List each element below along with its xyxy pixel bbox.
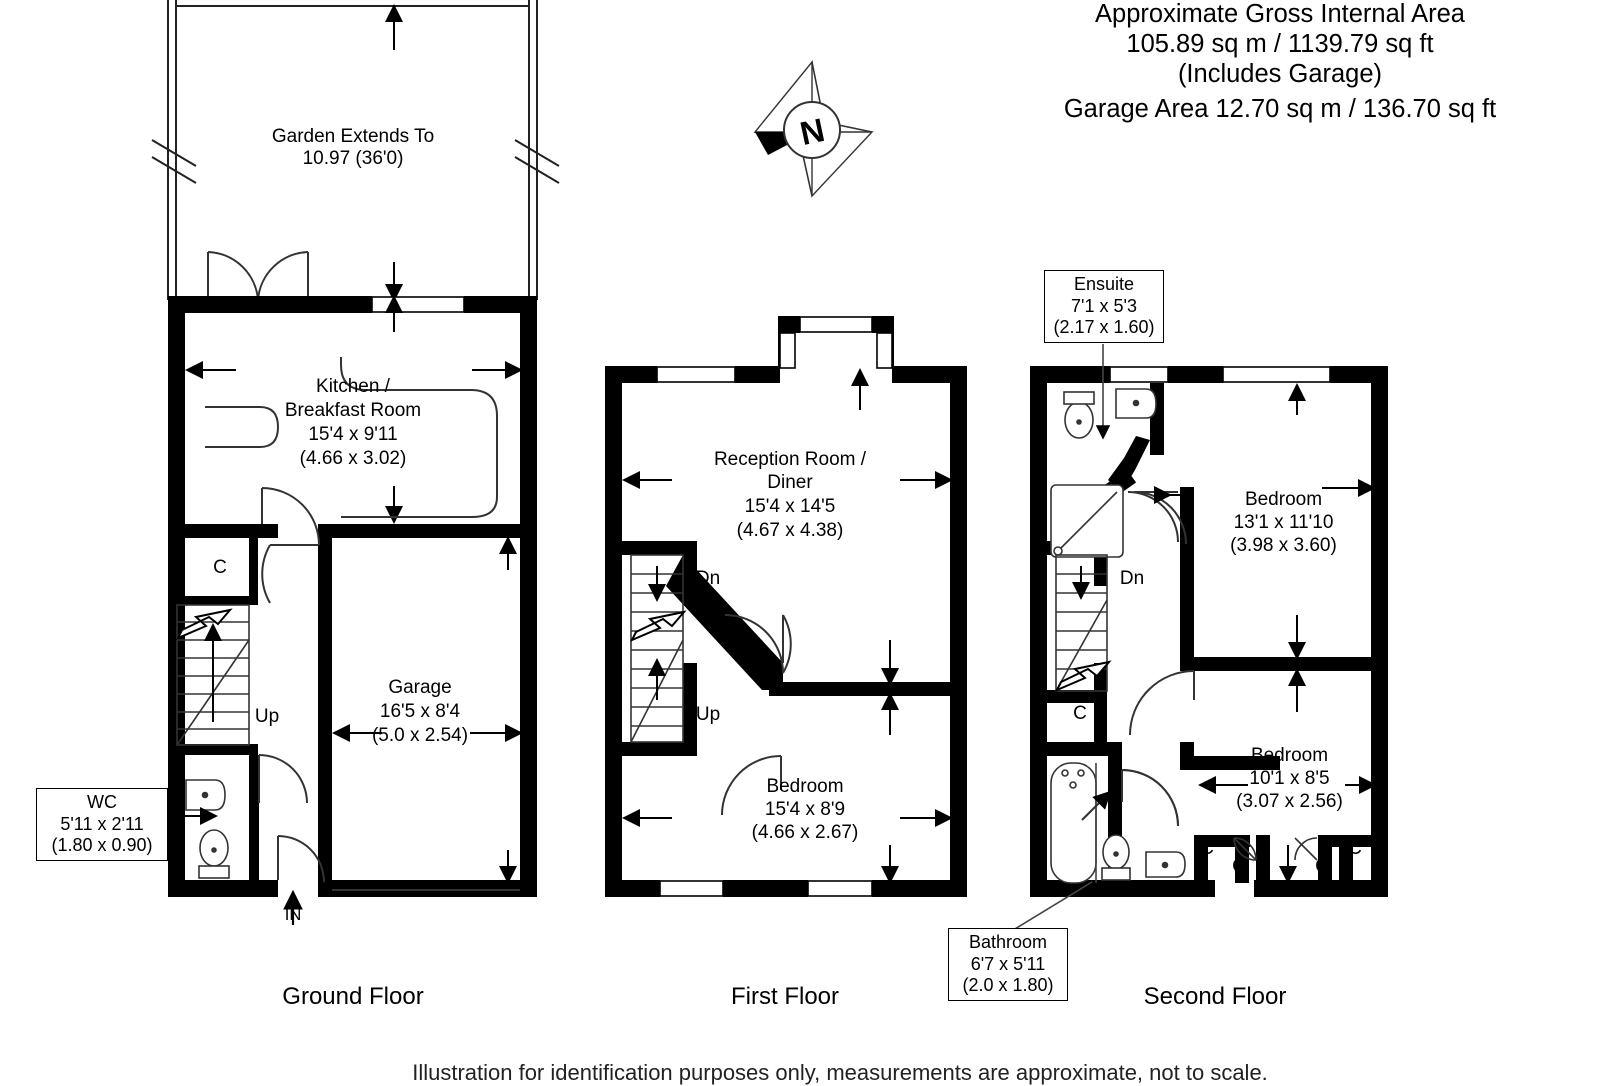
landing-door-bedroom2: [1121, 769, 1179, 827]
room-first-bedroom-line1: Bedroom: [766, 776, 844, 797]
garden-french-doors: [207, 251, 309, 301]
break-lines: [151, 139, 560, 184]
area-header-line2: 105.89 sq m / 1139.79 sq ft: [1126, 30, 1434, 58]
entrance-in-label: IN: [284, 906, 302, 924]
room-kitchen-imperial: 15'4 x 9'11: [308, 424, 398, 445]
area-header-line4: Garage Area 12.70 sq m / 136.70 sq ft: [1063, 95, 1497, 123]
floor-label-second: Second Floor: [1143, 983, 1287, 1010]
room-second-bedroom2-imperial: 10'1 x 8'5: [1249, 768, 1330, 789]
callout-ensuite-title: Ensuite: [1073, 274, 1135, 294]
first-floor-stairs: [629, 554, 687, 743]
ground-floor-window: [371, 296, 465, 313]
room-reception-line1: Reception Room /: [713, 449, 867, 470]
callout-wc: WC 5'11 x 2'11 (1.80 x 0.90): [36, 788, 168, 861]
ground-stairs: [175, 604, 250, 746]
floor-label-first: First Floor: [731, 983, 839, 1010]
callout-bathroom: Bathroom 6'7 x 5'11 (2.0 x 1.80): [948, 928, 1068, 1001]
reception-door: [724, 614, 792, 674]
first-bedroom-dimension-arrows: [622, 640, 953, 884]
ensuite-door: [1127, 491, 1187, 545]
callout-wc-title: WC: [87, 792, 117, 812]
room-reception-metric: (4.67 x 4.38): [736, 520, 844, 541]
room-garage-line1: Garage: [388, 677, 452, 698]
garden-label-line1: Garden Extends To: [271, 126, 435, 147]
ground-cupboard-c: C: [213, 557, 227, 578]
room-kitchen-line1: Kitchen /: [316, 376, 390, 397]
first-bedroom-door: [721, 755, 782, 816]
room-second-bedroom2-line1: Bedroom: [1250, 745, 1329, 766]
callout-bathroom-title: Bathroom: [968, 932, 1048, 952]
callout-ensuite: Ensuite 7'1 x 5'3 (2.17 x 1.60): [1044, 270, 1164, 343]
bedroom1-dimension-arrows: [1154, 383, 1376, 712]
bathroom-leader-line: [1009, 881, 1093, 933]
garden-label-line2: 10.97 (36'0): [302, 148, 404, 169]
ground-stair-up-label: Up: [254, 706, 280, 727]
room-garage-metric: (5.0 x 2.54): [371, 725, 469, 746]
first-stair-dn-label: Dn: [695, 568, 721, 589]
wc-fixtures: [185, 779, 230, 879]
floor-label-ground: Ground Floor: [282, 983, 424, 1010]
entrance-door: [277, 835, 325, 883]
room-reception-line2: Diner: [767, 472, 813, 493]
second-cupboard-c-4: C: [1348, 838, 1362, 859]
callout-bathroom-imperial: 6'7 x 5'11: [970, 953, 1046, 974]
area-header-line3: (Includes Garage): [1177, 60, 1383, 88]
room-first-bedroom-metric: (4.66 x 2.67): [751, 822, 859, 843]
first-stair-up-label: Up: [695, 704, 721, 725]
room-second-bedroom1-metric: (3.98 x 3.60): [1230, 535, 1337, 556]
second-cupboard-c-3: C: [1315, 856, 1329, 877]
room-first-bedroom-imperial: 15'4 x 8'9: [764, 799, 846, 820]
room-second-bedroom2-metric: (3.07 x 2.56): [1236, 791, 1343, 812]
north-arrow-icon: N: [753, 60, 874, 198]
wc-door: [258, 754, 308, 804]
area-header-line1: Approximate Gross Internal Area: [1095, 0, 1465, 28]
ground-floor-walls: [168, 296, 537, 897]
room-second-bedroom1-line1: Bedroom: [1244, 489, 1323, 510]
callout-wc-metric: (1.80 x 0.90): [51, 835, 153, 856]
callout-wc-imperial: 5'11 x 2'11: [60, 813, 144, 834]
callout-ensuite-imperial: 7'1 x 5'3: [1071, 295, 1137, 316]
room-garage-imperial: 16'5 x 8'4: [379, 701, 461, 722]
room-kitchen-metric: (4.66 x 3.02): [299, 448, 407, 469]
second-cupboard-c-1: C: [1200, 838, 1214, 859]
second-floor-windows: [1109, 366, 1331, 383]
garage-dimension-arrows: [332, 536, 523, 884]
landing-door-bedroom1: [1129, 670, 1195, 736]
kitchen-dimension-arrows: [185, 295, 523, 524]
bedroom2-dimension-arrows: [1198, 776, 1377, 884]
room-kitchen-line2: Breakfast Room: [284, 400, 422, 421]
second-floor-stairs: [1054, 554, 1112, 692]
second-stair-dn-label: Dn: [1119, 568, 1145, 589]
disclaimer-footer: Illustration for identification purposes…: [412, 1060, 1268, 1085]
reception-dimension-arrows: [622, 368, 953, 489]
kitchen-hall-door: [261, 487, 320, 546]
hall-door: [261, 544, 318, 604]
room-second-bedroom1-imperial: 13'1 x 11'10: [1233, 512, 1334, 533]
second-cupboard-c-landing: C: [1073, 703, 1087, 724]
cupboard-door-swings: [1233, 837, 1318, 861]
callout-ensuite-metric: (2.17 x 1.60): [1053, 317, 1155, 338]
bathroom-fixtures: [1050, 762, 1186, 884]
kitchen-units: [205, 357, 498, 518]
room-reception-imperial: 15'4 x 14'5: [744, 496, 836, 517]
callout-bathroom-metric: (2.0 x 1.80): [962, 975, 1054, 996]
garden-outline: [167, 0, 538, 300]
ensuite-fixtures: [1050, 388, 1157, 558]
second-cupboard-c-2: C: [1232, 856, 1246, 877]
first-floor-windows: [656, 316, 893, 897]
